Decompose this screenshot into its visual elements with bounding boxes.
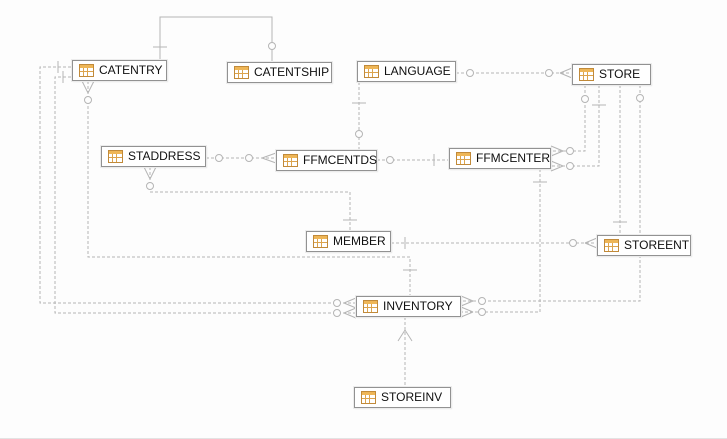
entity-label: MEMBER bbox=[333, 234, 386, 248]
entity-label: STORE bbox=[599, 67, 641, 81]
entity-label: FFMCENTER bbox=[476, 151, 550, 165]
relationship-ffmcentds-ffmcenter bbox=[377, 154, 449, 166]
relationship-inventory-catentry-left-1 bbox=[39, 61, 357, 309]
entity-storeinv[interactable]: STOREINV bbox=[354, 387, 451, 408]
relationship-catentry-catentship bbox=[153, 16, 276, 62]
relationship-ffmcenter-inventory bbox=[460, 169, 547, 318]
entity-ffmcenter[interactable]: FFMCENTER bbox=[449, 148, 551, 169]
relationship-storeinv-inventory bbox=[397, 317, 413, 387]
entity-label: STOREENT bbox=[624, 238, 690, 252]
table-icon bbox=[108, 150, 123, 163]
relationship-store-inventory bbox=[460, 85, 644, 307]
entity-label: STADDRESS bbox=[128, 149, 201, 163]
entity-label: STOREINV bbox=[381, 390, 443, 404]
entity-storeent[interactable]: STOREENT bbox=[597, 235, 691, 256]
relationship-store-ffmcenter-2 bbox=[550, 85, 606, 172]
table-icon bbox=[313, 235, 328, 248]
table-icon bbox=[364, 65, 379, 78]
entity-member[interactable]: MEMBER bbox=[306, 231, 391, 252]
table-icon bbox=[361, 391, 376, 404]
entity-ffmcentds[interactable]: FFMCENTDS bbox=[276, 150, 377, 171]
relationship-language-store bbox=[456, 67, 573, 79]
entity-label: CATENTSHIP bbox=[254, 65, 330, 79]
entity-store[interactable]: STORE bbox=[572, 64, 651, 85]
relationship-catentry-inventory-center bbox=[81, 80, 417, 296]
entity-label: INVENTORY bbox=[383, 299, 453, 313]
entity-language[interactable]: LANGUAGE bbox=[357, 61, 456, 82]
table-icon bbox=[456, 152, 471, 165]
relationship-language-ffmcentds bbox=[352, 82, 366, 150]
relationship-staddress-member bbox=[143, 166, 357, 231]
relationship-store-ffmcenter-1 bbox=[550, 85, 589, 157]
entity-inventory[interactable]: INVENTORY bbox=[356, 296, 461, 317]
relationship-member-storeent bbox=[391, 237, 598, 249]
entity-catentship[interactable]: CATENTSHIP bbox=[227, 62, 332, 83]
table-icon bbox=[79, 64, 94, 77]
entity-label: FFMCENTDS bbox=[303, 153, 377, 167]
relationship-inventory-catentry-left-2 bbox=[54, 71, 357, 319]
entity-catentry[interactable]: CATENTRY bbox=[72, 60, 167, 81]
relationship-store-storeent bbox=[613, 85, 627, 235]
relationship-staddress-ffmcentds bbox=[206, 152, 277, 164]
entity-label: CATENTRY bbox=[99, 63, 163, 77]
entity-label: LANGUAGE bbox=[384, 64, 451, 78]
table-icon bbox=[363, 300, 378, 313]
table-icon bbox=[234, 66, 249, 79]
table-icon bbox=[283, 154, 298, 167]
table-icon bbox=[579, 68, 594, 81]
table-icon bbox=[604, 239, 619, 252]
entity-staddress[interactable]: STADDRESS bbox=[101, 146, 206, 167]
